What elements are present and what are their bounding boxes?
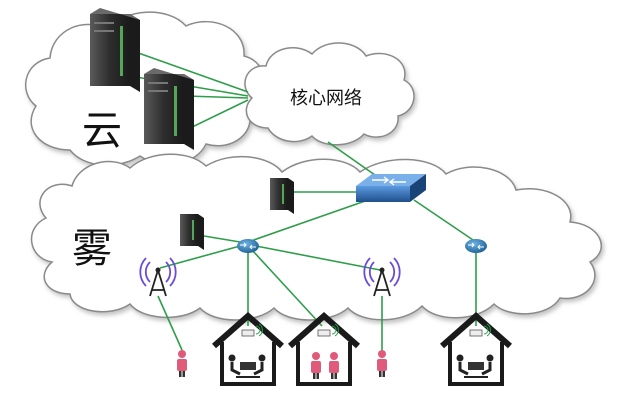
fog-server-1 xyxy=(270,178,294,214)
core-network-label: 核心网络 xyxy=(290,88,362,109)
house-icon-1 xyxy=(212,311,284,386)
link-router1-house2 xyxy=(251,249,323,327)
laptop-icon xyxy=(228,354,266,378)
house-icon-2 xyxy=(288,311,360,386)
link-server2-core-b xyxy=(185,99,249,131)
fog-label: 雾 xyxy=(72,226,112,272)
fog-server-2 xyxy=(180,214,204,250)
link-server1-core xyxy=(129,49,249,93)
link-core-switch xyxy=(327,141,383,181)
link-router2-switch xyxy=(413,199,477,243)
cloud-label: 云 xyxy=(82,108,122,154)
link-router1-switch xyxy=(247,199,369,243)
network-switch-icon xyxy=(356,174,426,202)
link-fogserver2-router1 xyxy=(203,235,241,243)
person-icon-1 xyxy=(177,350,187,377)
link-router1-antenna2 xyxy=(255,245,381,271)
link-server2-core xyxy=(185,95,249,99)
network-links xyxy=(129,49,477,351)
laptop-icon-house3 xyxy=(456,354,494,378)
person-icon-2 xyxy=(377,350,387,377)
router-icon-2 xyxy=(465,239,487,253)
antenna-tower-icon-2 xyxy=(363,257,401,297)
core-network-cloud-shape xyxy=(244,42,415,146)
cloud-server-1 xyxy=(90,8,140,92)
cloud-server-2 xyxy=(144,68,194,150)
person-icon-house2-a xyxy=(311,352,321,379)
link-antenna1-person1 xyxy=(157,295,183,351)
person-icon-house2-b xyxy=(329,352,339,379)
router-icon-1 xyxy=(237,239,259,253)
fog-cloud-shape xyxy=(30,153,602,321)
antenna-tower-icon-1 xyxy=(139,257,177,297)
house-icon-3 xyxy=(440,311,512,386)
